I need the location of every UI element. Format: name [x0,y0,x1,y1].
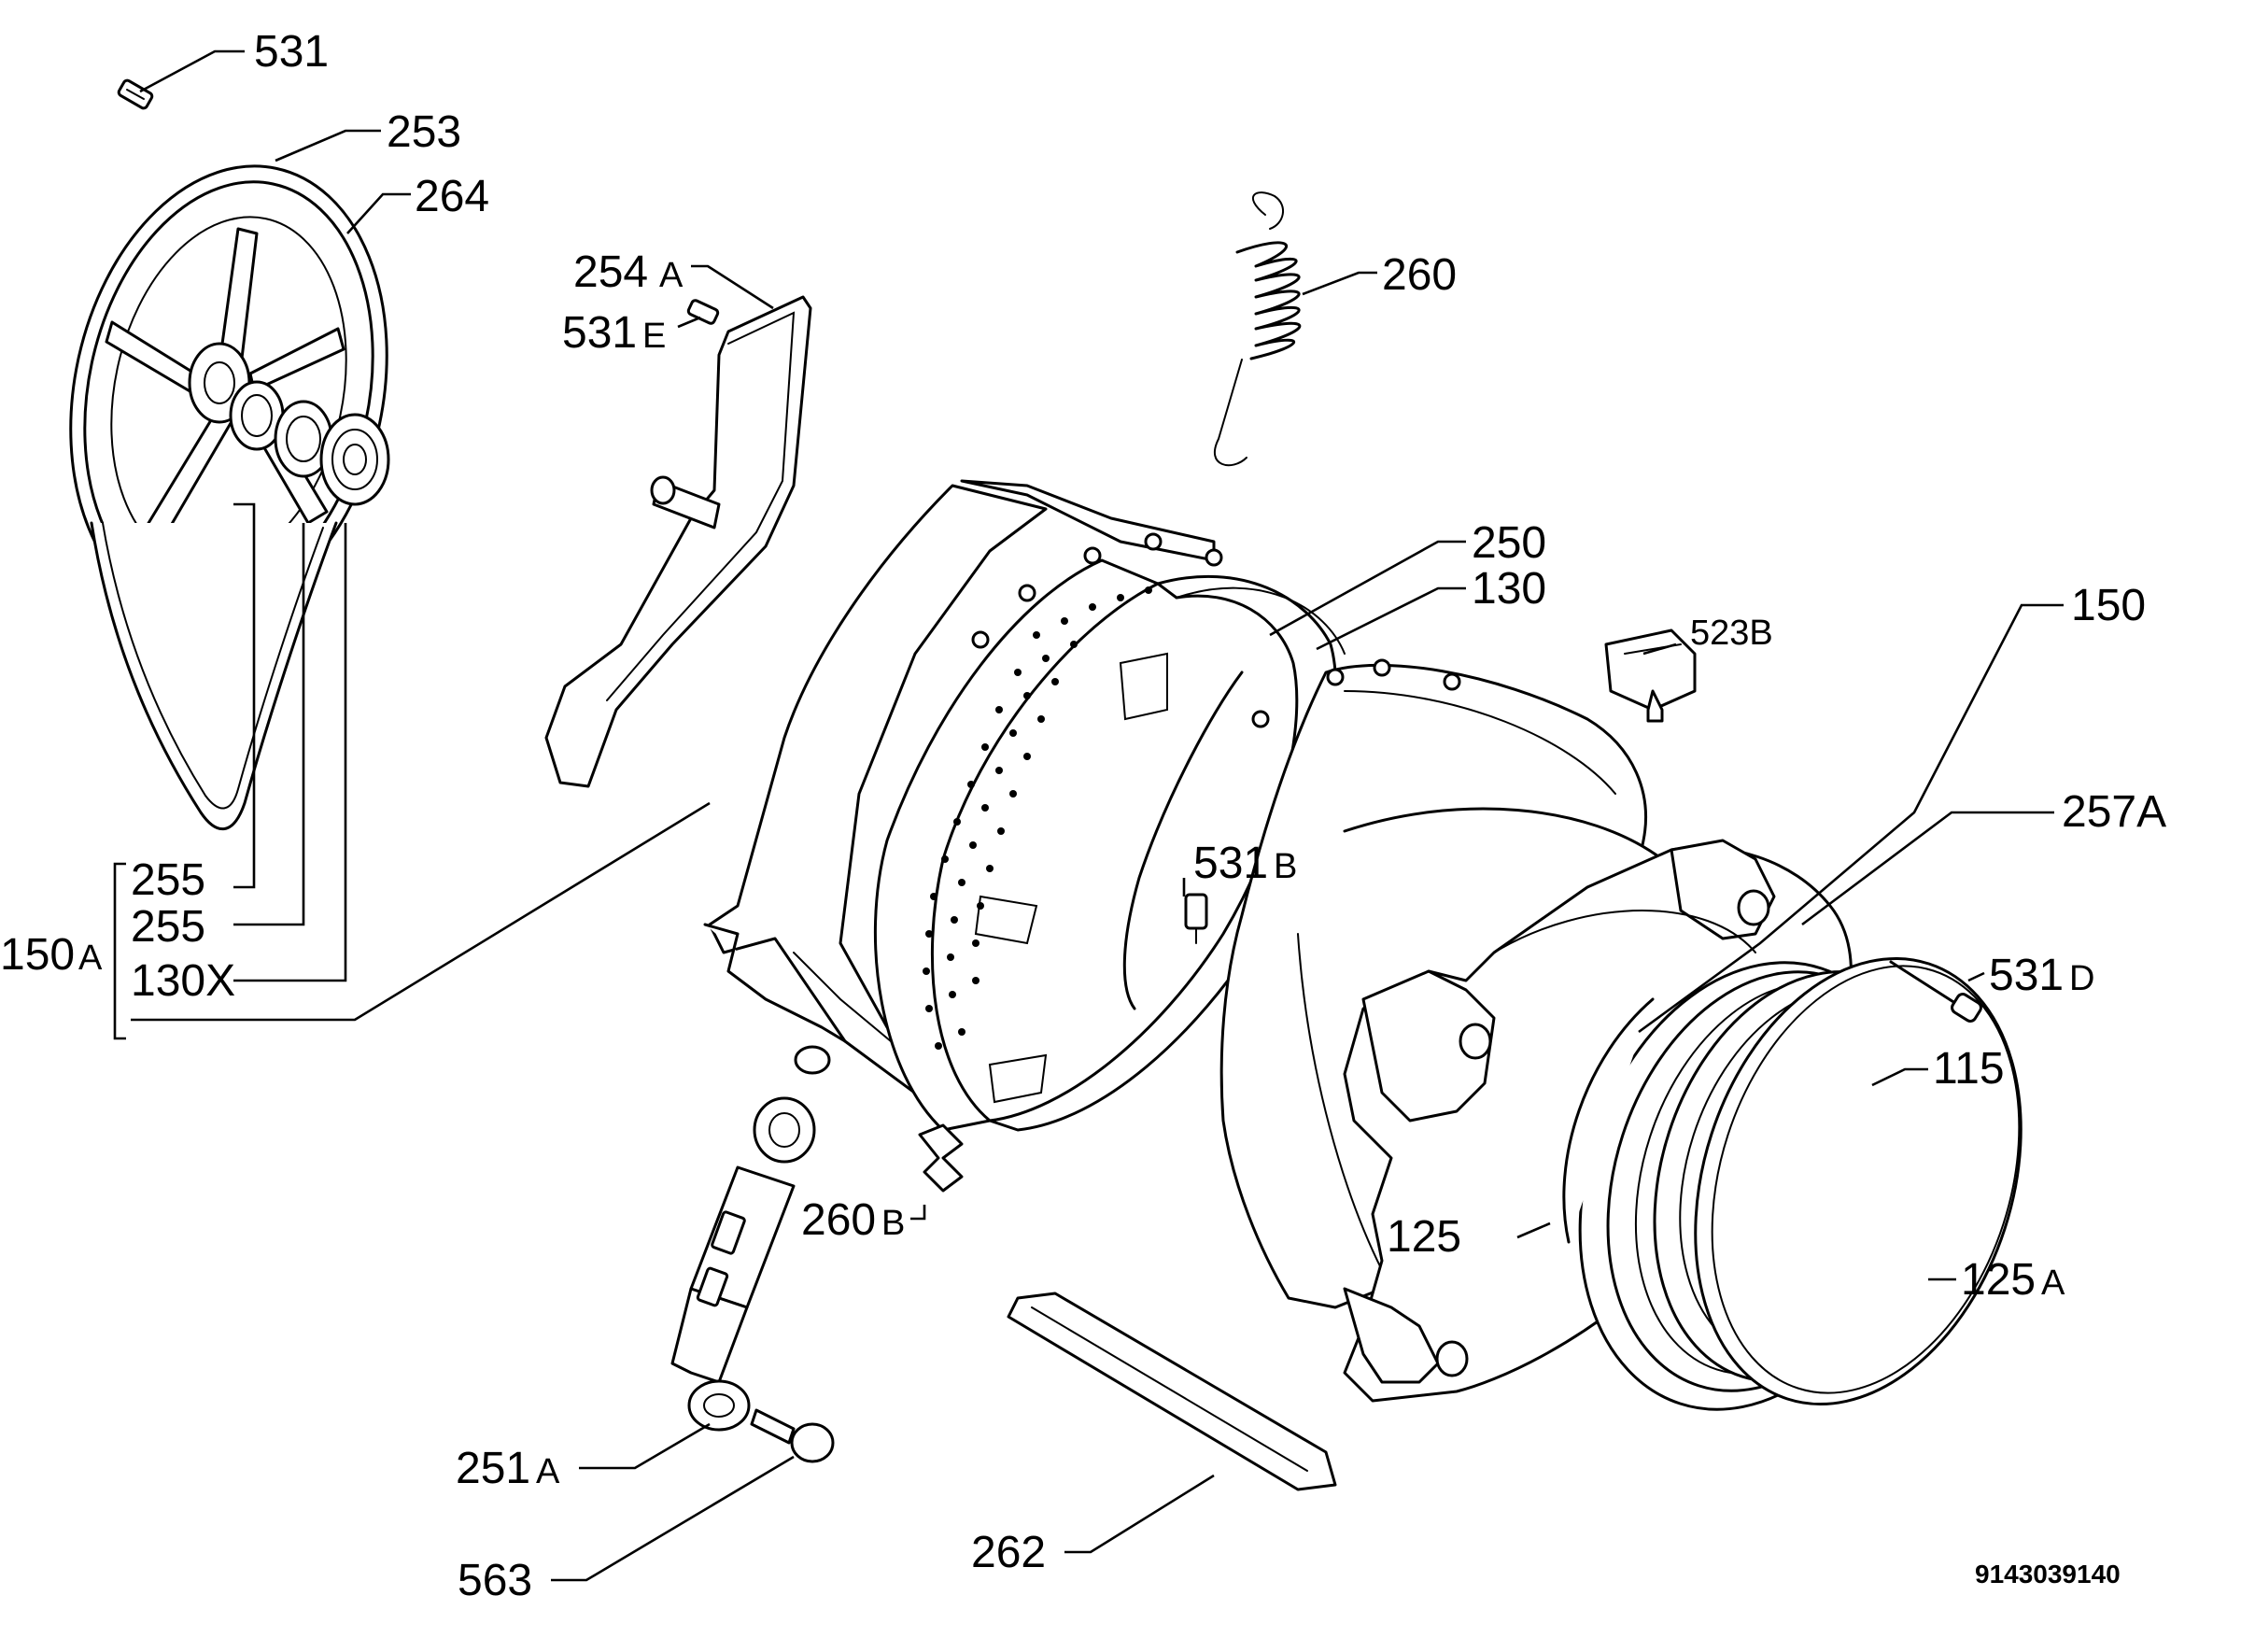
drum-spider-254a [544,295,812,788]
leader-lines [131,49,2064,1582]
belt-264 [90,521,338,830]
clip-260b [918,1123,964,1193]
label-563: 563 [458,1556,532,1605]
label-251a-number: 251 [456,1444,530,1493]
label-150a-suffix: A [78,939,103,978]
label-250: 250 [1472,518,1546,568]
connector-523b [1604,628,1697,723]
screw-531d [1889,960,1982,1023]
label-257a: 257A [2062,787,2166,837]
label-251a-suffix: A [536,1452,560,1491]
clamp-ring-125 [1562,997,1655,1244]
document-number: 9143039140 [1975,1560,2121,1588]
label-253: 253 [387,107,461,157]
label-531d-suffix: D [2069,959,2094,998]
screw-531b [1184,893,1208,944]
label-115: 115 [1933,1044,2005,1094]
label-260b-number: 260 [801,1195,876,1245]
label-264: 264 [415,172,489,221]
label-125a-number: 125 [1961,1255,2036,1305]
label-125: 125 [1387,1212,1461,1262]
label-531e-suffix: E [642,317,666,356]
bolt-563 [750,1408,835,1463]
label-531b-number: 531 [1193,839,1268,888]
label-260: 260 [1382,250,1457,300]
label-531: 531 [254,27,329,77]
label-130x: 130X [131,956,235,1006]
label-150: 150 [2071,581,2146,630]
label-130: 130 [1472,564,1546,614]
label-531d-number: 531 [1989,951,2064,1000]
label-262: 262 [971,1528,1046,1577]
screw-531 [117,78,154,110]
label-254a-number: 254 [573,247,648,297]
label-531e-number: 531 [562,308,637,358]
shock-absorber-251a [670,1096,816,1432]
seal-ring-130 [1122,586,1346,1010]
tub-rim-bolts [971,532,1461,728]
bearing-130x [319,413,390,506]
label-255-first: 255 [131,855,205,905]
label-125a-suffix: A [2041,1264,2065,1303]
label-260b-suffix: B [881,1204,905,1243]
bearing-255-outer [274,400,333,478]
label-254a-suffix: A [659,256,684,295]
spring-260 [1213,191,1302,467]
counterweight-262 [1007,1292,1337,1491]
clamp-ring-125a [1694,956,2023,1406]
label-531b-suffix: B [1274,847,1297,886]
label-150a-number: 150 [0,930,75,980]
label-255-second: 255 [131,902,205,952]
group-bracket-150a [113,862,126,1040]
drum-perforations [923,586,1152,1050]
label-523b: 523B [1690,614,1773,653]
